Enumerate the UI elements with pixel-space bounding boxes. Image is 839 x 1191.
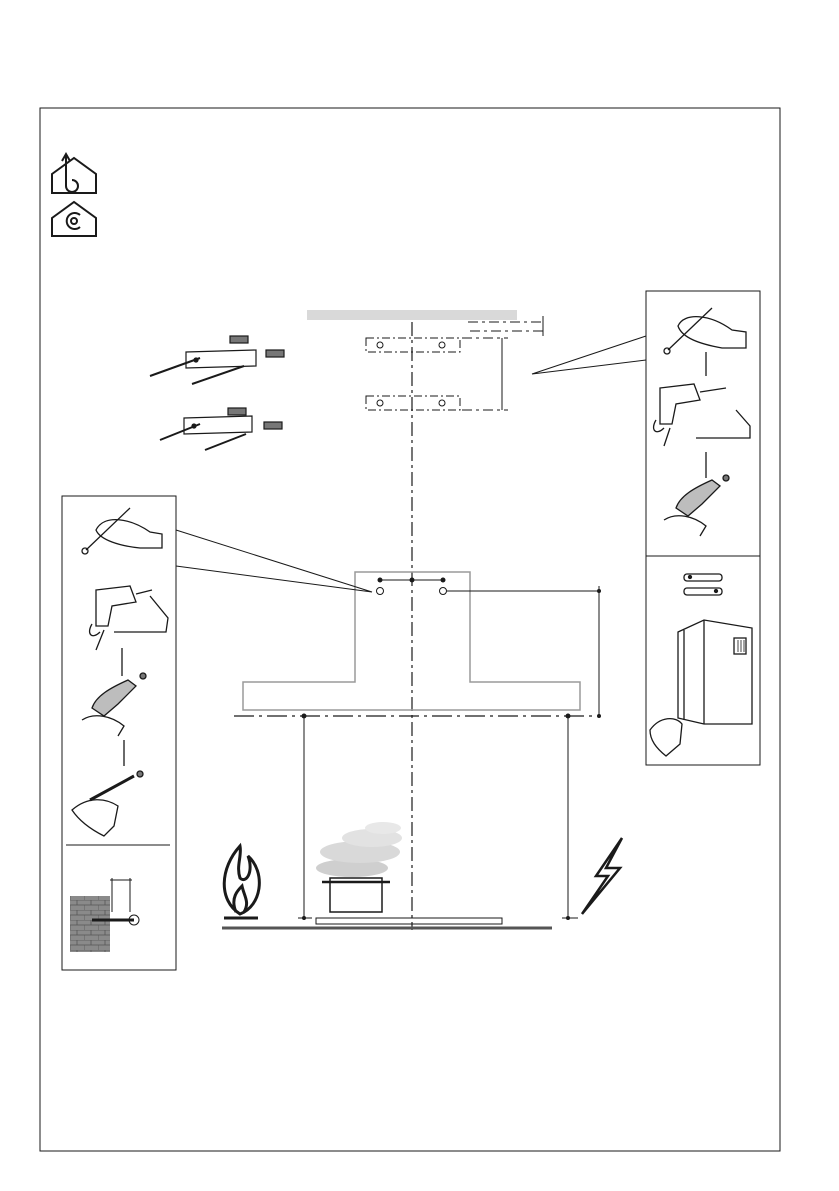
hood-fixing-hole bbox=[440, 588, 447, 595]
bracket-with-screws-2 bbox=[160, 408, 282, 450]
lower-bracket-outline bbox=[366, 396, 460, 410]
insert-wall-plug-step bbox=[82, 673, 146, 766]
right-steps-panel bbox=[646, 291, 760, 765]
chimney-assembly-step bbox=[650, 574, 752, 756]
lightning-bolt-icon bbox=[582, 838, 622, 914]
bracket-with-screws-1 bbox=[150, 336, 284, 384]
ceiling-band bbox=[307, 310, 517, 320]
callout-right bbox=[532, 336, 646, 374]
pot-with-steam-icon bbox=[316, 822, 402, 912]
hob bbox=[316, 918, 502, 924]
mark-pencil-step bbox=[664, 308, 746, 376]
mark-pencil-step bbox=[82, 508, 162, 554]
callout-left bbox=[176, 530, 372, 592]
ducted-extraction-house-icon bbox=[52, 154, 96, 193]
page-frame bbox=[40, 108, 780, 1151]
recirculation-house-icon bbox=[52, 202, 96, 236]
drill-step bbox=[90, 586, 168, 676]
upper-bracket-outline bbox=[366, 338, 460, 352]
hood-fixing-hole bbox=[377, 588, 384, 595]
insert-wall-plug-step bbox=[664, 475, 729, 536]
wall-plug-detail bbox=[70, 878, 139, 952]
drill-step bbox=[654, 384, 750, 478]
drive-screw-step bbox=[72, 771, 143, 836]
flame-icon bbox=[224, 846, 259, 918]
